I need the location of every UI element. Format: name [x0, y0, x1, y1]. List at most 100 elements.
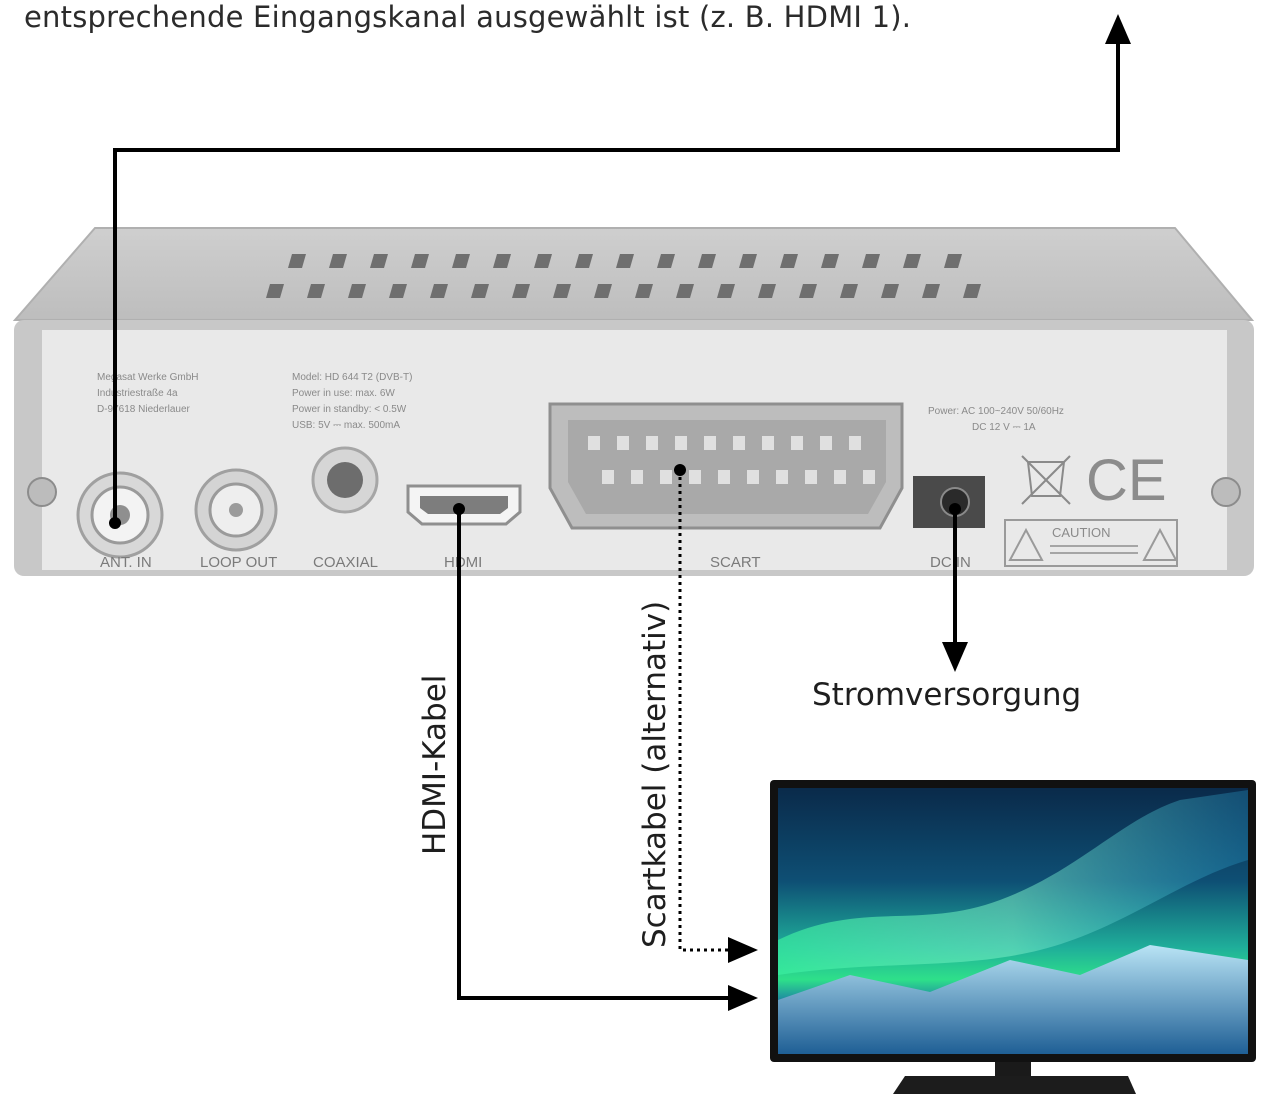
hdmi-line-dot: [453, 503, 465, 515]
vent-slot: [534, 254, 552, 268]
scart-pin: [762, 436, 774, 450]
power-line-dot: [949, 503, 961, 515]
scart-pin: [660, 470, 672, 484]
weee-bin-icon: [1021, 455, 1071, 505]
sticker-manufacturer: Megasat Werke GmbH Industriestraße 4a D-…: [97, 372, 201, 415]
vent-slot: [739, 254, 757, 268]
screw-left-icon: [27, 477, 57, 507]
vent-slot: [840, 284, 858, 298]
scart-pin: [588, 436, 600, 450]
vent-slot: [553, 284, 571, 298]
loop-out-connector: [194, 468, 278, 552]
port-label-coaxial: COAXIAL: [313, 554, 378, 571]
sticker-model: Model: HD 644 T2 (DVB-T) Power in use: m…: [292, 372, 415, 431]
hdmi-connector: [406, 484, 522, 526]
vent-slot: [512, 284, 530, 298]
scart-connector: [548, 402, 904, 530]
scart-pin: [805, 470, 817, 484]
hdmi-cable-label: HDMI-Kabel: [417, 675, 453, 855]
tv-stand-neck: [995, 1062, 1031, 1076]
scart-pin: [675, 436, 687, 450]
scart-pin: [849, 436, 861, 450]
receiver: Megasat Werke GmbH Industriestraße 4a D-…: [12, 227, 1255, 576]
scart-pin: [733, 436, 745, 450]
antenna-arrow-icon: [1105, 14, 1131, 44]
screw-right-icon: [1211, 477, 1241, 507]
tv-aurora: [778, 790, 1248, 975]
port-label-dc-in: DC IN: [930, 554, 971, 571]
vent-slot: [717, 284, 735, 298]
vent-slot: [676, 284, 694, 298]
vent-slot: [903, 254, 921, 268]
vent-slot: [635, 284, 653, 298]
vent-slot: [575, 254, 593, 268]
scart-pin: [863, 470, 875, 484]
port-label-scart: SCART: [710, 554, 761, 571]
vent-slot: [922, 284, 940, 298]
hdmi-cable-line: [457, 509, 730, 1000]
vent-slot: [881, 284, 899, 298]
vent-slot: [594, 284, 612, 298]
vent-slot: [411, 254, 429, 268]
scart-pin: [776, 470, 788, 484]
scart-pin: [602, 470, 614, 484]
sticker-power: Power: AC 100~240V 50/60Hz DC 12 V ⎓ 1A: [928, 406, 1067, 433]
vent-slot: [862, 254, 880, 268]
vent-slot: [266, 284, 284, 298]
television: [770, 780, 1256, 1094]
port-label-loop-out: LOOP OUT: [200, 554, 277, 571]
vent-slot: [452, 254, 470, 268]
antenna-line: [113, 40, 1120, 523]
caution-label: CAUTION: [1004, 519, 1178, 567]
vent-slot: [657, 254, 675, 268]
vent-slot: [471, 284, 489, 298]
scart-pin: [704, 436, 716, 450]
vent-slot: [288, 254, 306, 268]
vent-slot: [758, 284, 776, 298]
receiver-top: [12, 227, 1255, 321]
vent-slots: [266, 254, 981, 298]
antenna-line-dot: [109, 517, 121, 529]
scart-pin: [718, 470, 730, 484]
hdmi-arrow-icon: [728, 985, 758, 1011]
dc-in-connector: [913, 476, 985, 528]
vent-slot: [780, 254, 798, 268]
scart-pin: [689, 470, 701, 484]
power-label: Stromversorgung: [812, 677, 1081, 713]
vent-slot: [430, 284, 448, 298]
vent-slot: [370, 254, 388, 268]
scart-pin: [747, 470, 759, 484]
scart-cable-label: Scartkabel (alternativ): [637, 601, 673, 948]
vent-slot: [348, 284, 366, 298]
scart-pin: [646, 436, 658, 450]
ce-mark: CE: [1086, 448, 1167, 513]
intro-text: entsprechende Eingangskanal ausgewählt i…: [24, 0, 912, 34]
scart-pin: [617, 436, 629, 450]
scart-pin: [791, 436, 803, 450]
vent-slot: [493, 254, 511, 268]
svg-text:CAUTION: CAUTION: [1052, 525, 1111, 540]
scart-pin: [834, 470, 846, 484]
vent-slot: [616, 254, 634, 268]
vent-slot: [329, 254, 347, 268]
port-label-ant-in: ANT. IN: [100, 554, 152, 571]
vent-slot: [821, 254, 839, 268]
tv-stand-base: [893, 1076, 1136, 1094]
warning-right-icon: [1142, 527, 1178, 561]
coaxial-connector: [311, 446, 379, 514]
vent-slot: [799, 284, 817, 298]
warning-left-icon: [1008, 527, 1044, 561]
vent-slot: [944, 254, 962, 268]
tv-mountains: [778, 945, 1248, 1054]
scart-cable-line: [678, 470, 730, 952]
scart-pin: [631, 470, 643, 484]
vent-slot: [963, 284, 981, 298]
vent-slot: [389, 284, 407, 298]
power-arrow-icon: [942, 642, 968, 672]
scart-pin: [820, 436, 832, 450]
vent-slot: [307, 284, 325, 298]
scart-line-dot: [674, 464, 686, 476]
vent-slot: [698, 254, 716, 268]
ant-in-connector: [76, 471, 164, 559]
